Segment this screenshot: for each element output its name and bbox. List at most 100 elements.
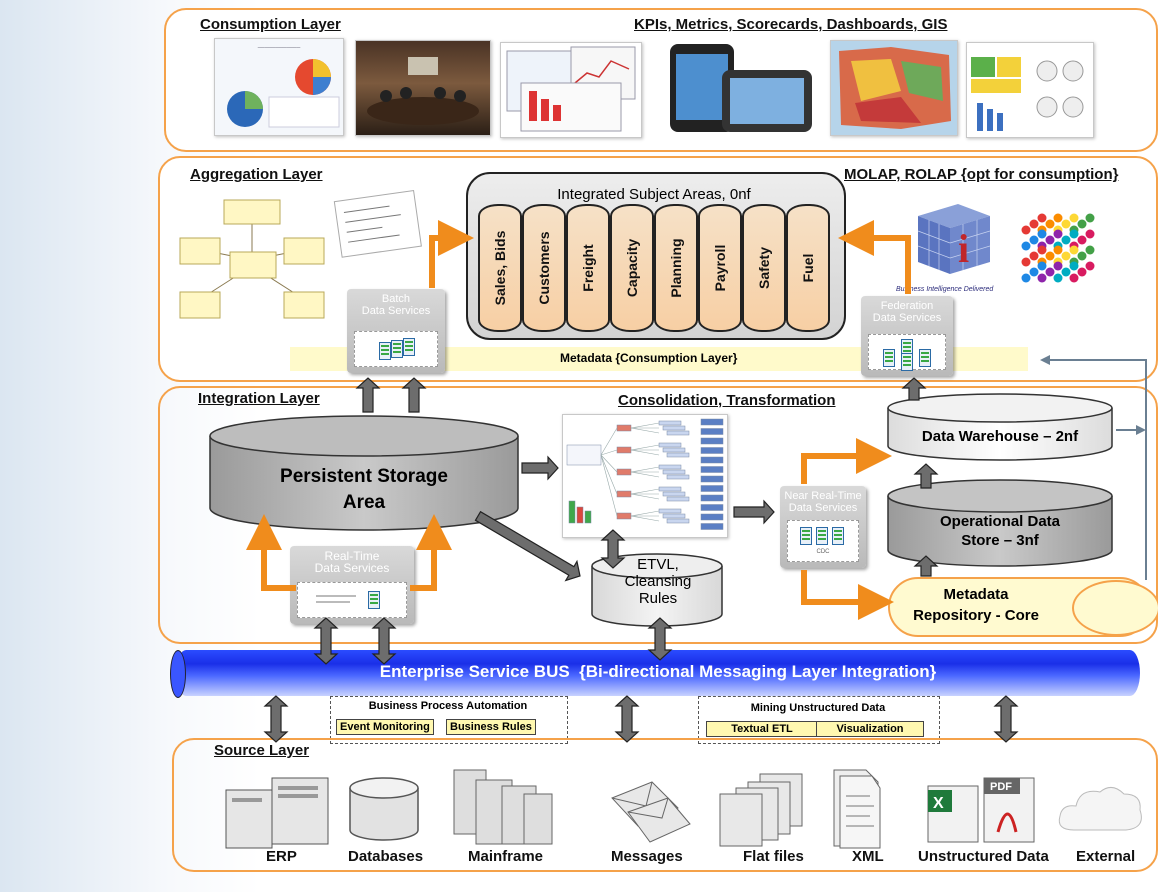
- cube-node: [1061, 267, 1071, 277]
- integration-layer-title: Integration Layer: [198, 390, 320, 407]
- cube-node: [1069, 261, 1079, 271]
- cube-node: [1029, 267, 1039, 277]
- subject-area-fuel: Fuel: [786, 204, 830, 332]
- cube-node: [1077, 267, 1087, 277]
- consumption-layer-title: Consumption Layer: [200, 16, 341, 33]
- cube-node: [1069, 229, 1079, 239]
- realtime-data-services-label: Real-Time Data Services: [314, 549, 390, 575]
- subject-area-safety: Safety: [742, 204, 786, 332]
- svg-text:X: X: [933, 795, 944, 812]
- near-realtime-data-services: Near Real-Time Data Services CDC: [780, 486, 866, 568]
- subject-area-label: Sales, Bids: [492, 230, 508, 306]
- cube-node: [1045, 251, 1055, 261]
- cube-node: [1061, 235, 1071, 245]
- business-rules-tag: Business Rules: [446, 719, 536, 735]
- cube-node: [1053, 273, 1063, 283]
- bus-label: Enterprise Service BUS {Bi-directional M…: [379, 662, 937, 681]
- databases-icon: [349, 777, 419, 841]
- subject-area-customers: Customers: [522, 204, 566, 332]
- cube-node: [1069, 245, 1079, 255]
- bi-maturity-chart-thumbnail: ────────────: [214, 38, 344, 136]
- aggregation-layer-title: Aggregation Layer: [190, 166, 323, 183]
- svg-text:i: i: [958, 226, 969, 271]
- visualization-tag: Visualization: [816, 721, 924, 737]
- federation-docs-icon: [868, 334, 946, 371]
- schema-paper-thumbnail: [332, 188, 422, 262]
- batch-data-services: Batch Data Services: [347, 289, 445, 373]
- bpa-title: Business Process Automation: [368, 700, 528, 712]
- etvl-label: ETVL, Cleansing Rules: [624, 556, 692, 607]
- subject-area-planning: Planning: [654, 204, 698, 332]
- mud-title: Mining Unstructured Data: [750, 702, 886, 714]
- svg-text:PDF: PDF: [990, 781, 1012, 793]
- near-realtime-docs-icon: CDC: [787, 520, 859, 562]
- cube-node: [1037, 261, 1047, 271]
- cdc-label: CDC: [816, 549, 830, 555]
- cube-node: [1053, 229, 1063, 239]
- source-label-mainframe: Mainframe: [468, 848, 544, 865]
- subject-area-payroll: Payroll: [698, 204, 742, 332]
- realtime-docs-icon: [297, 582, 407, 618]
- source-label-flat-files: Flat files: [743, 848, 804, 865]
- bus-left-cap: [170, 650, 186, 698]
- consumption-layer-heading: KPIs, Metrics, Scorecards, Dashboards, G…: [634, 16, 948, 33]
- federation-data-services: Federation Data Services: [861, 296, 953, 376]
- metadata-repository-label: Metadata Repository - Core: [913, 586, 1039, 624]
- external-cloud-icon: [1058, 787, 1142, 831]
- persistent-storage-cylinder: [209, 415, 519, 531]
- erp-server-icon: [225, 777, 329, 849]
- cube-node: [1069, 213, 1079, 223]
- source-label-messages: Messages: [611, 848, 683, 865]
- messages-icon: [611, 781, 691, 843]
- cube-node: [1053, 213, 1063, 223]
- cube-node: [1021, 225, 1031, 235]
- cube-node: [1029, 219, 1039, 229]
- cube-node: [1045, 235, 1055, 245]
- cube-node: [1021, 273, 1031, 283]
- arrow-bus-source-1: [263, 695, 289, 743]
- subject-area-capacity: Capacity: [610, 204, 654, 332]
- cube-node: [1037, 245, 1047, 255]
- mobile-devices-thumbnail: [666, 40, 816, 136]
- batch-data-services-label: Batch Data Services: [361, 293, 431, 317]
- cube-node: [1053, 245, 1063, 255]
- arrow-bus-source-3: [993, 695, 1019, 743]
- metadata-repository-end: [1072, 580, 1158, 636]
- cube-node: [1069, 273, 1079, 283]
- bi-cube-caption: Business Intelligence Delivered: [896, 286, 994, 293]
- source-label-external: External: [1076, 848, 1136, 865]
- cube-node: [1029, 251, 1039, 261]
- realtime-data-services: Real-Time Data Services: [290, 546, 414, 624]
- source-layer-title: Source Layer: [214, 742, 310, 759]
- near-realtime-data-services-label: Near Real-Time Data Services: [784, 490, 862, 514]
- subject-area-sales-bids: Sales, Bids: [478, 204, 522, 332]
- unstructured-data-icon: X PDF: [927, 777, 1035, 843]
- cube-node: [1045, 219, 1055, 229]
- cube-node: [1037, 213, 1047, 223]
- subject-area-freight: Freight: [566, 204, 610, 332]
- source-layer: [172, 738, 1158, 872]
- cube-node: [1085, 213, 1095, 223]
- persistent-storage-label: Persistent Storage Area: [280, 466, 448, 513]
- source-label-databases: Databases: [348, 848, 424, 865]
- event-monitoring-tag: Event Monitoring: [336, 719, 434, 735]
- subject-area-label: Capacity: [624, 238, 640, 298]
- mainframe-icon: [453, 769, 553, 845]
- textual-etl-tag: Textual ETL: [706, 721, 818, 737]
- cube-node: [1021, 257, 1031, 267]
- cube-node: [1077, 235, 1087, 245]
- cube-node: [1053, 261, 1063, 271]
- cube-node: [1061, 251, 1071, 261]
- er-diagram-thumbnail: [172, 196, 332, 330]
- transformation-flow-thumbnail: [562, 414, 728, 538]
- subject-area-label: Freight: [580, 244, 596, 292]
- source-label-xml: XML: [852, 848, 884, 865]
- subject-area-label: Fuel: [800, 253, 816, 283]
- cube-node: [1085, 261, 1095, 271]
- subject-area-label: Planning: [668, 238, 684, 298]
- subject-area-label: Customers: [536, 231, 552, 305]
- olap-color-cube-icon: [1008, 210, 1108, 300]
- dashboard-thumbnail: [966, 42, 1094, 138]
- cube-node: [1085, 229, 1095, 239]
- cube-node: [1029, 235, 1039, 245]
